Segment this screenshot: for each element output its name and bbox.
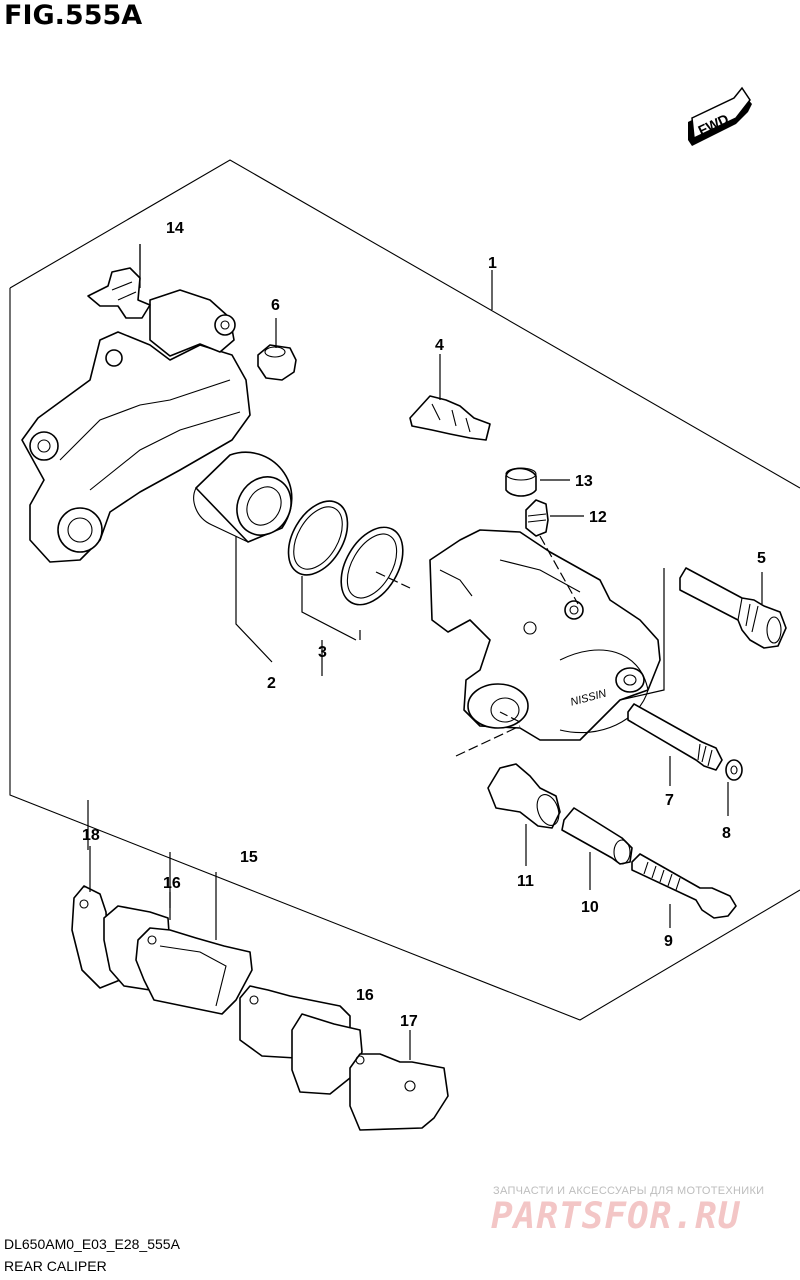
brake-pad-set-rear (239, 985, 449, 1131)
figure-title: FIG.555A (4, 0, 143, 31)
pad-pin-7 (627, 703, 723, 771)
callout-3: 3 (318, 644, 327, 661)
pin-clip-8 (725, 759, 743, 781)
callout-12: 12 (589, 509, 607, 526)
pad-retainer-spring (87, 267, 151, 319)
callout-6: 6 (271, 297, 280, 314)
piston-2 (193, 451, 293, 543)
callout-18: 18 (82, 827, 100, 844)
model-code: DL650AM0_E03_E28_555A (4, 1236, 180, 1252)
callout-13: 13 (575, 473, 593, 490)
sleeve-10 (561, 807, 633, 865)
cap-13 (505, 467, 537, 497)
watermark-logo: PARTSFOR.RU (491, 1196, 741, 1237)
fwd-arrow-badge: FWD (688, 86, 752, 146)
callout-5: 5 (757, 550, 766, 567)
caliper-bracket (21, 289, 251, 563)
callout-10: 10 (581, 899, 599, 916)
callout-7: 7 (665, 792, 674, 809)
callout-17: 17 (400, 1013, 418, 1030)
callout-14: 14 (166, 220, 184, 237)
callout-9: 9 (664, 933, 673, 950)
callout-16-lower: 16 (356, 987, 374, 1004)
callout-11: 11 (517, 873, 534, 890)
callout-16-upper: 16 (163, 875, 181, 892)
boot-11 (487, 763, 561, 829)
watermark-tagline: ЗАПЧАСТИ И АКСЕССУАРЫ ДЛЯ МОТОТЕХНИКИ (493, 1185, 765, 1197)
callout-15: 15 (240, 849, 258, 866)
callout-8: 8 (722, 825, 731, 842)
callout-labels: 14 1 6 4 13 12 5 3 2 7 8 18 15 11 16 10 … (82, 220, 766, 1030)
bleeder-cap-6 (257, 344, 297, 381)
slide-pin-5 (679, 567, 787, 649)
brake-pad-set-front (71, 885, 253, 1015)
bleeder-valve-12 (525, 499, 549, 537)
assembly-name: REAR CALIPER (4, 1258, 107, 1274)
callout-2: 2 (267, 675, 276, 692)
pad-spring-4 (409, 395, 491, 441)
assembly-frame (9, 159, 800, 1021)
caliper-body: NISSIN (429, 529, 661, 741)
callout-4: 4 (435, 337, 444, 354)
piston-seals-3 (287, 500, 404, 606)
callout-1: 1 (488, 255, 497, 272)
leader-lines (87, 244, 763, 1060)
bolt-9 (631, 853, 737, 919)
